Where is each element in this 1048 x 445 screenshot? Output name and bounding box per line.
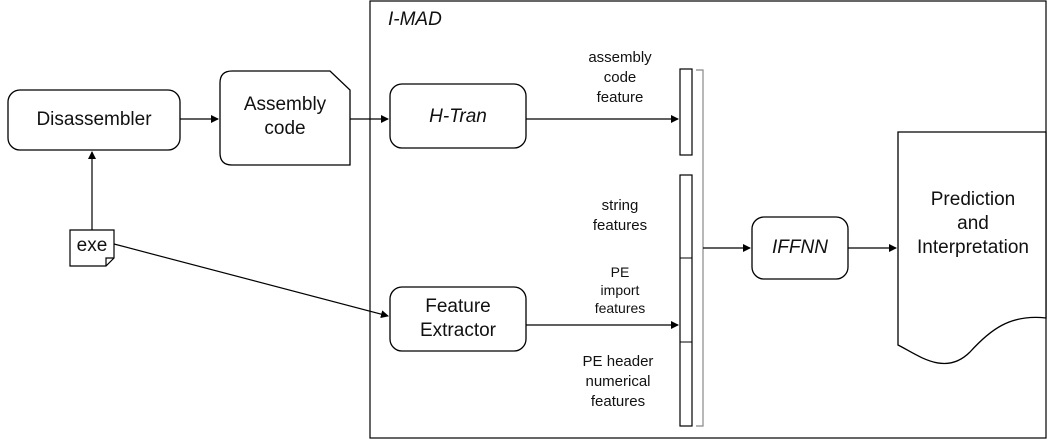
htran-label: H-Tran: [429, 106, 487, 127]
iffnn-label: IFFNN: [772, 237, 828, 258]
string-features-label: string features: [592, 197, 648, 234]
pe-header-features-label: PE header numerical features: [582, 353, 654, 410]
pe-import-features-label: PE import features: [594, 264, 646, 316]
feature-extractor-box: [389, 286, 527, 352]
combined-feature-vector: [679, 174, 693, 427]
arrow-exe-to-feature-extractor: [113, 243, 389, 319]
exe-file-icon: [69, 229, 115, 267]
imad-title: I-MAD: [388, 9, 442, 30]
concat-bracket: [696, 69, 704, 427]
prediction-label: Prediction and Interpretation: [917, 189, 1029, 258]
assembly-code-label: Assembly code: [243, 94, 327, 139]
disassembler-box: [7, 89, 181, 151]
prediction-document: [897, 131, 1047, 365]
feature-extractor-label: Feature Extractor: [419, 296, 497, 341]
assembly-code-feature-label: assembly code feature: [588, 49, 652, 106]
htran-box: [389, 83, 527, 149]
exe-label: exe: [76, 235, 108, 256]
disassembler-label: Disassembler: [36, 109, 152, 130]
assembly-feature-vector: [679, 68, 693, 156]
assembly-code-document: [219, 70, 351, 166]
